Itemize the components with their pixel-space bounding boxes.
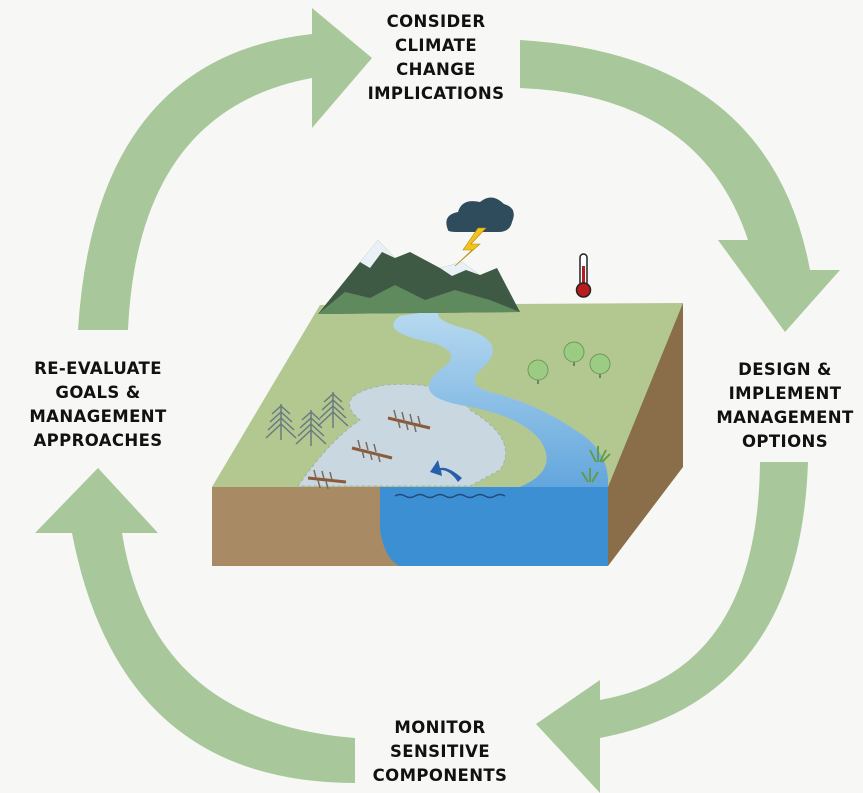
- grass-tuft-icon: [589, 446, 611, 463]
- step-label-line: MANAGEMENT: [716, 408, 854, 427]
- step-label-line: IMPLEMENT: [728, 384, 842, 403]
- grass-tufts: [581, 446, 611, 483]
- step-label-line: IMPLICATIONS: [367, 84, 505, 103]
- water-ripples: [394, 493, 506, 499]
- block-side-right: [608, 303, 683, 566]
- step-label-line: DESIGN &: [738, 360, 832, 379]
- storm-cloud-icon: [446, 197, 514, 232]
- thermometer-icon: [575, 253, 592, 298]
- step-monitor-sensitive: MONITOR SENSITIVE COMPONENTS: [360, 716, 520, 788]
- step-label-line: GOALS &: [55, 383, 141, 402]
- step-label-line: SENSITIVE: [389, 742, 491, 761]
- step-label-line: APPROACHES: [33, 431, 163, 450]
- landscape-block: [212, 303, 683, 566]
- step-consider-climate-change: CONSIDER CLIMATE CHANGE IMPLICATIONS: [351, 10, 521, 106]
- deciduous-trees: [527, 341, 611, 384]
- cycle-arrow-icon: [78, 8, 372, 330]
- water-front: [380, 487, 608, 566]
- deciduous-tree-icon: [563, 341, 585, 366]
- conifer-trees: [265, 392, 349, 446]
- lightning-icon: [454, 227, 487, 267]
- fallen-log-icon: [387, 409, 431, 433]
- mountain-snow: [360, 240, 395, 268]
- deciduous-tree-icon: [589, 353, 611, 378]
- cycle-arrow-icon: [35, 468, 355, 783]
- cycle-arrow-icon: [536, 462, 808, 793]
- conifer-tree-icon: [265, 404, 297, 440]
- step-re-evaluate: RE-EVALUATE GOALS & MANAGEMENT APPROACHE…: [8, 357, 188, 453]
- conifer-tree-icon: [317, 392, 349, 428]
- step-label-line: MANAGEMENT: [29, 407, 167, 426]
- step-design-implement: DESIGN & IMPLEMENT MANAGEMENT OPTIONS: [707, 358, 863, 454]
- cycle-arrows: [35, 8, 840, 793]
- step-label-line: CLIMATE: [395, 36, 477, 55]
- deciduous-tree-icon: [527, 359, 549, 384]
- mountain-snow: [440, 262, 480, 276]
- cycle-arrow-icon: [520, 40, 840, 332]
- fallen-log-icon: [351, 439, 393, 463]
- step-label-line: RE-EVALUATE: [34, 359, 162, 378]
- floodplain: [297, 383, 507, 487]
- step-label-line: OPTIONS: [741, 432, 829, 451]
- mountains: [318, 240, 520, 314]
- step-label-line: MONITOR: [394, 718, 486, 737]
- step-label-line: COMPONENTS: [372, 766, 508, 785]
- flow-arrow-icon: [430, 460, 462, 482]
- fallen-logs: [307, 409, 431, 490]
- mountain-foothills: [318, 285, 520, 314]
- fallen-log-icon: [307, 469, 347, 490]
- step-label-line: CHANGE: [396, 60, 476, 79]
- conifer-tree-icon: [295, 410, 327, 446]
- step-label-line: CONSIDER: [386, 12, 486, 31]
- storm: [446, 197, 514, 267]
- grass-tuft-icon: [581, 468, 599, 483]
